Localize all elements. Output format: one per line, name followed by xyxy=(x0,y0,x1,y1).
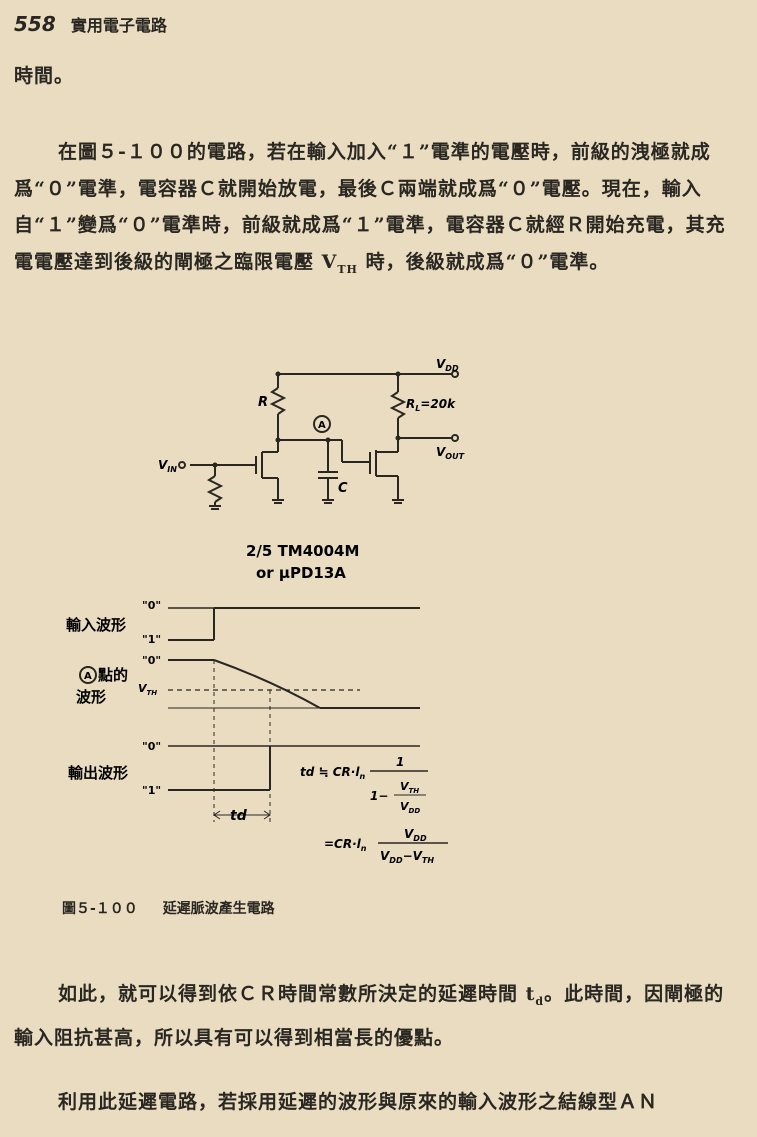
circuit-diagram: VDD VOUT VIN R RL=20k C A 2/5 TM4004M or… xyxy=(158,357,465,582)
figure-caption: 圖５-１００ 延遲脈波產生電路 xyxy=(62,898,275,918)
svg-text:td ≒ CR·ln: td ≒ CR·ln xyxy=(300,765,365,781)
svg-text:VTH: VTH xyxy=(400,780,419,795)
delay-formula-1: td ≒ CR·ln 1 1− VTH VDD xyxy=(300,755,420,815)
subscript: d xyxy=(535,994,545,1008)
paragraph-text: 。此時間，因閘極的輸入阻抗甚高，所以具有可以得到相當長的優點。 xyxy=(14,983,725,1050)
td-label: td xyxy=(230,808,248,824)
pointa-level-0: "0" xyxy=(142,654,161,667)
page-number: 558 xyxy=(14,12,56,36)
svg-text:=CR·ln: =CR·ln xyxy=(324,837,367,853)
input-level-0: "0" xyxy=(142,599,161,612)
node-a-label: A xyxy=(84,671,92,682)
rl-label: RL=20k xyxy=(406,397,456,413)
pointa-label-line1: 點的 xyxy=(98,666,128,684)
vth-label: VTH xyxy=(138,682,157,697)
paragraph-text: 利用此延遲電路，若採用延遲的波形與原來的輸入波形之結線型ＡＮ xyxy=(58,1091,659,1113)
svg-text:1: 1 xyxy=(396,755,404,769)
delay-formula-2: =CR·ln VDD VDD−VTH xyxy=(324,827,434,865)
paragraph-circuit-explanation: 在圖５-１００的電路，若在輸入加入“１”電準的電壓時，前級的洩極就成爲“０”電準… xyxy=(14,134,744,288)
paragraph-continuation: 時間。 xyxy=(14,58,744,95)
vout-label: VOUT xyxy=(436,445,465,461)
output-level-1: "1" xyxy=(142,784,161,797)
output-level-0: "0" xyxy=(142,740,161,753)
vdd-label: VDD xyxy=(436,357,459,373)
page-header: 558 實用電子電路 xyxy=(14,12,167,36)
figure-number: 圖５-１００ xyxy=(62,901,138,917)
paragraph-text: 如此，就可以得到依ＣＲ時間常數所決定的延遲時間 t xyxy=(58,983,536,1005)
output-waveform-label: 輸出波形 xyxy=(68,764,128,782)
figure-title: 延遲脈波產生電路 xyxy=(162,901,275,917)
paragraph-text: 時，後級就成爲“０”電準。 xyxy=(357,250,610,273)
ic-part-number: 2/5 TM4004M xyxy=(246,542,359,560)
svg-text:1−: 1− xyxy=(370,789,388,803)
chapter-title: 實用電子電路 xyxy=(70,16,167,35)
ic-alternative: or μPD13A xyxy=(256,564,346,582)
input-level-1: "1" xyxy=(142,633,161,646)
paragraph-and-circuit: 利用此延遲電路，若採用延遲的波形與原來的輸入波形之結線型ＡＮ xyxy=(14,1084,744,1121)
waveform-diagram: "0" "1" "0" "0" "1" 輸入波形 A 點的 波形 VTH 輸出波… xyxy=(66,599,448,865)
svg-text:VDD−VTH: VDD−VTH xyxy=(380,849,434,865)
c-label: C xyxy=(338,481,348,496)
paragraph-text: 時間。 xyxy=(14,65,75,87)
svg-text:VDD: VDD xyxy=(400,800,420,815)
r-label: R xyxy=(258,395,268,410)
svg-text:VDD: VDD xyxy=(404,827,427,843)
node-a-label: A xyxy=(318,420,326,431)
paragraph-delay-time: 如此，就可以得到依ＣＲ時間常數所決定的延遲時間 td。此時間，因閘極的輸入阻抗甚… xyxy=(14,976,744,1057)
vin-label: VIN xyxy=(158,458,177,474)
input-waveform-label: 輸入波形 xyxy=(66,616,126,634)
pointa-label-line2: 波形 xyxy=(76,688,106,706)
subscript: TH xyxy=(337,262,358,276)
paragraph-text: 在圖５-１００的電路，若在輸入加入“１”電準的電壓時，前級的洩極就成爲“０”電準… xyxy=(14,141,726,273)
